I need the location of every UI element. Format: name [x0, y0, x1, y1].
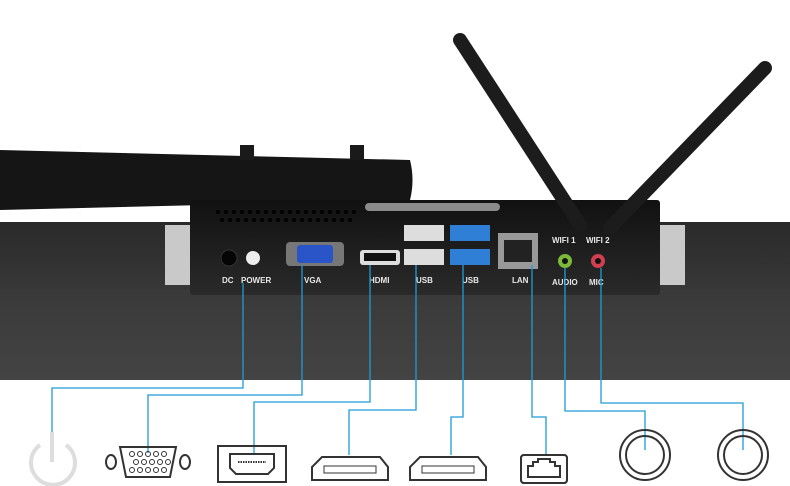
- lan-connector-icon: [520, 454, 568, 484]
- vga-connector-icon: [105, 446, 191, 478]
- port-label-lan: LAN: [512, 276, 529, 285]
- device-housing: [0, 150, 413, 210]
- port-label-wifi1: WIFI 1: [552, 236, 576, 245]
- port-label-usb: USB: [416, 276, 433, 285]
- port-label-power: POWER: [241, 276, 271, 285]
- usb3-port-bottom: [450, 249, 490, 265]
- port-label-wifi2: WIFI 2: [586, 236, 610, 245]
- wifi1-antenna: [453, 33, 587, 232]
- mic-jack-icon: [717, 429, 769, 481]
- port-label-usb: USB: [462, 276, 479, 285]
- port-label-dc: DC: [222, 276, 234, 285]
- audio-jack-icon: [619, 429, 671, 481]
- wifi2-antenna: [603, 61, 772, 235]
- io-panel: [190, 200, 660, 295]
- dc-jack: [220, 249, 238, 267]
- leader-lines: [51, 265, 744, 455]
- usb-connector-icon: [311, 456, 389, 481]
- usb3-port-top: [450, 225, 490, 241]
- port-label-vga: VGA: [304, 276, 322, 285]
- power-icon: [29, 432, 77, 486]
- port-label-mic: MIC: [589, 278, 604, 287]
- usb-connector-icon: [409, 456, 487, 481]
- power-button[interactable]: [246, 251, 260, 265]
- usb2-port-top: [404, 225, 444, 241]
- port-label-hdmi: HDMI: [369, 276, 389, 285]
- hdmi-connector-icon: [217, 445, 287, 483]
- usb2-port-bottom: [404, 249, 444, 265]
